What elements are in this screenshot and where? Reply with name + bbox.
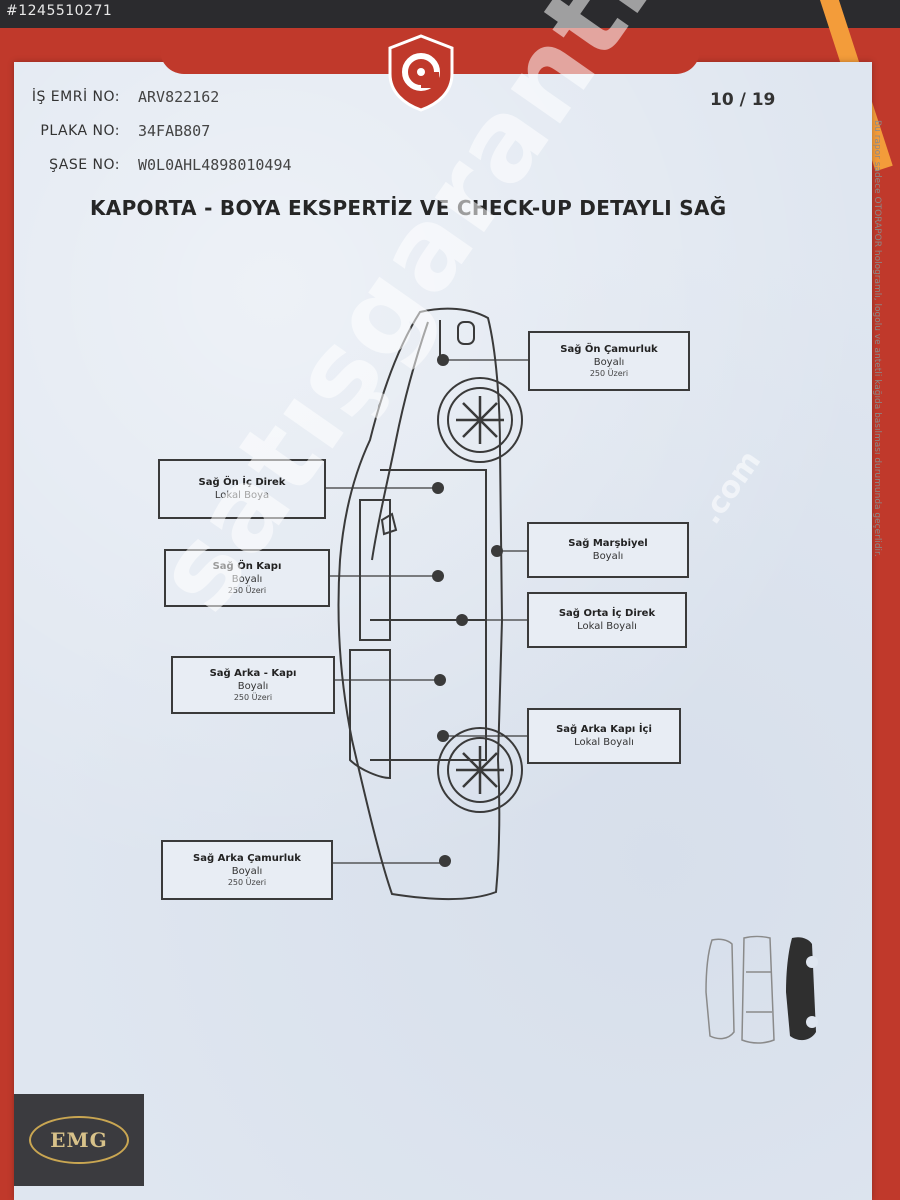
callout-title: Sağ Marşbiyel <box>568 538 648 549</box>
callout-status: Boyalı <box>231 866 263 877</box>
callout-extra: 250 Üzeri <box>589 369 629 378</box>
callout-middle-pillar: Sağ Orta İç Direk Lokal Boyalı <box>527 592 687 648</box>
side-disclaimer: Bu rapor sadece OTORAPOR hologramlı, log… <box>872 120 882 557</box>
callout-front-fender: Sağ Ön Çamurluk Boyalı 250 Üzeri <box>528 331 690 391</box>
callout-status: Boyalı <box>592 551 624 562</box>
callout-title: Sağ Arka - Kapı <box>209 668 297 679</box>
chassis-row: ŞASE NO: W0L0AHL4898010494 <box>24 148 354 182</box>
dealer-logo-text: EMG <box>29 1116 129 1164</box>
plate-label: PLAKA NO: <box>40 123 120 139</box>
callout-extra: 250 Üzeri <box>233 693 273 702</box>
plate-value: 34FAB807 <box>138 122 211 140</box>
callout-title: Sağ Ön Çamurluk <box>560 344 658 355</box>
callout-title: Sağ Orta İç Direk <box>558 608 656 619</box>
dealer-logo: EMG <box>14 1094 144 1186</box>
callout-rear-door-inner: Sağ Arka Kapı İçi Lokal Boyalı <box>527 708 681 764</box>
view-legend-icon <box>705 935 818 1044</box>
callout-rear-door: Sağ Arka - Kapı Boyalı 250 Üzeri <box>171 656 335 714</box>
photo-top-strip: #1245510271 <box>0 0 900 28</box>
report-meta: İŞ EMRİ NO: ARV822162 PLAKA NO: 34FAB807… <box>24 80 354 182</box>
callout-status: Boyalı <box>593 357 625 368</box>
work-order-value: ARV822162 <box>138 88 220 106</box>
callout-rear-fender: Sağ Arka Çamurluk Boyalı 250 Üzeri <box>161 840 333 900</box>
callout-status: Lokal Boyalı <box>577 621 637 632</box>
callout-extra: 250 Üzeri <box>227 586 267 595</box>
page-number: 10 / 19 <box>710 90 776 110</box>
work-order-row: İŞ EMRİ NO: ARV822162 <box>24 80 354 114</box>
callout-title: Sağ Arka Çamurluk <box>193 853 301 864</box>
callout-front-pillar: Sağ Ön İç Direk Lokal Boya <box>158 459 326 519</box>
shield-logo-icon <box>388 34 454 112</box>
work-order-label: İŞ EMRİ NO: <box>31 89 120 105</box>
callout-status: Lokal Boyalı <box>574 737 634 748</box>
chassis-value: W0L0AHL4898010494 <box>138 156 292 174</box>
callout-title: Sağ Arka Kapı İçi <box>556 724 652 735</box>
chassis-label: ŞASE NO: <box>49 157 120 173</box>
plate-row: PLAKA NO: 34FAB807 <box>24 114 354 148</box>
callout-status: Lokal Boya <box>214 490 270 501</box>
callout-title: Sağ Ön Kapı <box>212 561 282 572</box>
listing-id: #1245510271 <box>6 3 113 19</box>
report-title: KAPORTA - BOYA EKSPERTİZ VE CHECK-UP DET… <box>90 196 727 220</box>
callout-title: Sağ Ön İç Direk <box>198 477 286 488</box>
callout-status: Boyalı <box>237 681 269 692</box>
callout-front-door: Sağ Ön Kapı Boyalı 250 Üzeri <box>164 549 330 607</box>
callout-extra: 250 Üzeri <box>227 878 267 887</box>
callout-sill: Sağ Marşbiyel Boyalı <box>527 522 689 578</box>
callout-status: Boyalı <box>231 574 263 585</box>
